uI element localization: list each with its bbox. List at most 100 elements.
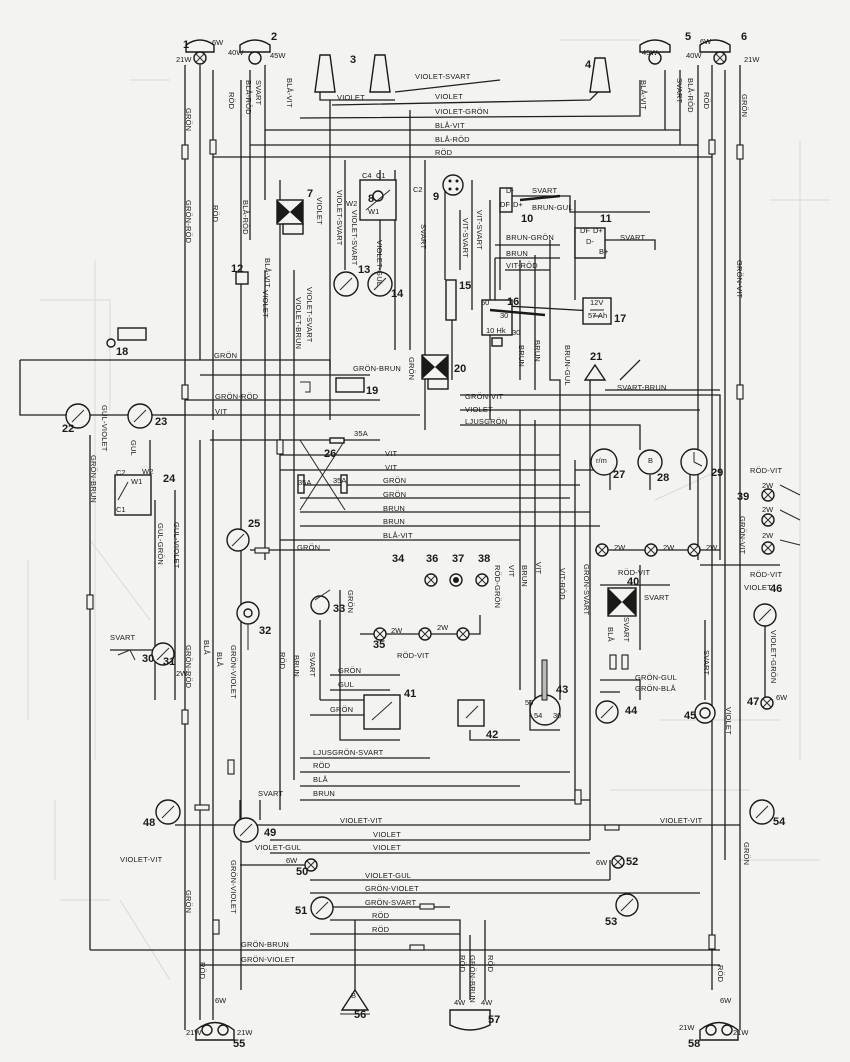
wire-color-label: GRÖN: [184, 890, 193, 913]
switch-9: [442, 174, 464, 196]
component-number: 45: [684, 710, 696, 722]
wire-color-label: VIT: [385, 449, 397, 458]
component-number: 10: [521, 213, 533, 225]
wire-color-label: VIOLET: [337, 93, 365, 102]
wire-color-label: VIT-SVART: [475, 210, 484, 250]
rating-label: C2: [116, 468, 126, 477]
wire-color-label: GUL: [338, 680, 354, 689]
gauge-14: [367, 271, 393, 297]
component-number: 58: [688, 1038, 700, 1050]
component-number: 53: [605, 916, 617, 928]
wire-color-label: BLÅ-VIT: [435, 121, 465, 130]
wire-color-label: BLÅ-RÖD: [435, 135, 470, 144]
coil-15: [445, 279, 457, 321]
bleed-through-shadow: [27, 39, 830, 981]
component-number: 35: [373, 639, 385, 651]
wire-color-label: BLÅ-RÖD: [244, 80, 253, 115]
component-number: 18: [116, 346, 128, 358]
wire-color-label: GRÖN: [383, 476, 406, 485]
rating-label: 30: [512, 328, 520, 337]
wire-color-label: GRÖN-VIOLET: [365, 884, 419, 893]
rating-label: 10 Hk: [486, 326, 506, 335]
wire-color-label: VIOLET-BRUN: [294, 297, 303, 349]
wire-color-label: VIOLET: [373, 830, 401, 839]
wire-color-label: GRÖN-VIT: [738, 516, 747, 554]
horn-pair: [314, 54, 611, 93]
switch-51: [310, 896, 334, 920]
wire-color-label: VIT: [385, 463, 397, 472]
rating-label: W1: [368, 207, 379, 216]
wire-color-label: BRUN-GUL: [563, 345, 572, 386]
component-number: 52: [626, 856, 638, 868]
wire-color-label: GRÖN-VIT: [735, 260, 744, 298]
wire-color-label: BRUN: [520, 565, 529, 587]
wire-color-label: BRUN: [533, 340, 542, 362]
component-number: 8: [368, 193, 374, 205]
rating-label: 21W: [186, 1028, 202, 1037]
wire-color-label: VIOLET: [261, 290, 270, 318]
gauge-22: [65, 403, 91, 429]
wire-color-label: GUL-VIOLET: [100, 405, 109, 452]
wire-color-label: GRÖN-VIT: [465, 392, 503, 401]
switch-12: [235, 271, 249, 285]
switch-46: [753, 603, 777, 627]
component-number: 19: [366, 385, 378, 397]
wire-color-label: SVART: [620, 233, 646, 242]
switch-41: [363, 694, 401, 730]
wire-color-label: BLÅ-RÖD: [241, 200, 250, 235]
ignition-43: [529, 659, 561, 726]
gauge-23: [127, 403, 153, 429]
wire-color-label: BRUN: [506, 249, 528, 258]
rating-label: C4: [362, 171, 372, 180]
rating-label: D-: [586, 237, 594, 246]
rating-label: C1: [376, 171, 386, 180]
wire-color-label: RÖD: [313, 761, 331, 770]
wire-color-label: BRUN-GRÖN: [506, 233, 554, 242]
rating-label: D+: [513, 200, 523, 209]
rating-label: W2: [142, 467, 153, 476]
component-number: 56: [354, 1009, 366, 1021]
rating-label: 6W: [286, 856, 298, 865]
rating-label: 4W: [454, 998, 466, 1007]
rating-label: 21W: [176, 55, 192, 64]
wire-color-label: GRÖN: [330, 705, 353, 714]
wire-color-label: GUL: [129, 440, 138, 456]
rating-label: DF: [580, 226, 590, 235]
starter-16: [481, 299, 546, 347]
wire-color-label: VIOLET-GUL: [365, 871, 411, 880]
wire-color-label: LJUSGRÖN: [465, 417, 507, 426]
fuel-sender-56: [340, 988, 370, 1015]
battery-17: [582, 297, 612, 325]
component-number: 33: [333, 603, 345, 615]
component-number: 36: [426, 553, 438, 565]
blower-32: [236, 601, 260, 650]
wire-color-label: RÖD-GRÖN: [493, 565, 502, 608]
rating-label: r/m: [596, 456, 607, 465]
component-number: 30: [142, 653, 154, 665]
rating-label: 50: [525, 698, 533, 707]
wire-color-label: GRÖN-RÖD: [215, 392, 259, 401]
rating-label: 30: [500, 311, 508, 320]
component-number: 34: [392, 553, 405, 565]
wire-color-label: VIOLET: [465, 405, 493, 414]
wire-color-label: RÖD: [227, 92, 236, 110]
wire-color-label: BLÅ: [313, 775, 328, 784]
wire-color-label: RÖD: [458, 955, 467, 973]
clock-29: [680, 448, 708, 476]
component-number: 32: [259, 625, 271, 637]
switch-42: [457, 699, 485, 727]
headlamp-left: [185, 39, 271, 65]
wire-color-label: VIOLET-GRÖN: [435, 107, 488, 116]
wire-color-label: GRÖN-BRUN: [468, 955, 477, 1003]
lamp-50: [304, 858, 318, 872]
component-number: 5: [685, 31, 691, 43]
rating-label: 2W: [762, 531, 774, 540]
rating-label: 21W: [679, 1023, 695, 1032]
component-number: 48: [143, 817, 155, 829]
wire-color-label: GRÖN-BLÅ: [635, 684, 676, 693]
wire-color-label: GRÖN: [184, 108, 193, 131]
rating-label: 6W: [700, 37, 712, 46]
wire-color-label: GRÖN-BRUN: [353, 364, 401, 373]
rating-label: 45W: [270, 51, 286, 60]
